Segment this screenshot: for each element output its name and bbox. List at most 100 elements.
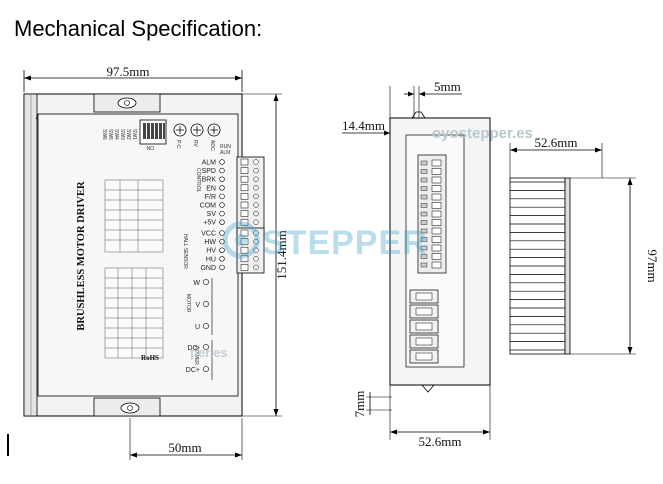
control-pin-terminal: [219, 202, 225, 208]
hall-pin-terminal: [219, 264, 225, 271]
hall-pin-screw: [240, 264, 249, 271]
side-slot: [431, 193, 442, 201]
control-pin-hole: [253, 167, 259, 174]
control-pin-hole: [253, 193, 259, 200]
alm-label: ALM: [220, 150, 230, 156]
side-terminal-screw: [415, 292, 433, 301]
hall-pin-hole: [253, 247, 259, 253]
side-slot: [431, 210, 442, 218]
hall-pin-label: VCC: [201, 231, 216, 238]
height-label: 151.4mm: [274, 230, 289, 279]
control-pin-screw: [240, 158, 249, 166]
control-pin-label: SV: [207, 211, 217, 218]
control-pin-screw: [240, 201, 249, 209]
svg-text:SW2: SW2: [125, 129, 131, 140]
side-width-label: 52.6mm: [419, 434, 462, 449]
pot-label-adc: ADC: [209, 140, 215, 151]
control-pin-terminal: [219, 176, 225, 182]
hall-pin-screw: [240, 238, 249, 245]
hall-pin-screw: [240, 255, 249, 263]
side-slot: [431, 253, 442, 260]
hall-pin-hole: [253, 230, 259, 236]
control-pin-label: BRK: [202, 177, 217, 184]
heatsink-view: 52.6mm 97mm: [509, 135, 660, 355]
watermark: STEPPER: [222, 221, 428, 262]
hall-pin-terminal: [219, 256, 225, 262]
hall-pin-screw: [240, 229, 249, 237]
heatsink-width-label: 52.6mm: [535, 135, 578, 150]
side-slot: [431, 244, 442, 252]
side-slot: [431, 185, 442, 192]
side-slot-tab: [420, 203, 428, 208]
motor-pin-label: U: [195, 324, 200, 331]
motor-pin-terminal: [203, 323, 209, 329]
control-pin-hole: [253, 210, 259, 217]
dip-labels: SW6 SW5 SW4 SW3 SW2 SW1: [101, 129, 137, 140]
side-slot-tab: [420, 186, 428, 191]
control-pin-terminal: [219, 210, 225, 217]
hall-pin-hole: [253, 256, 259, 262]
certification-marks: RoHS: [141, 354, 159, 362]
control-pin-hole: [253, 219, 259, 225]
svg-text:SW3: SW3: [119, 129, 125, 140]
watermark-main: STEPPER: [262, 224, 428, 262]
hall-pin-hole: [253, 238, 259, 245]
power-pin-terminal: [203, 366, 209, 372]
control-pin-terminal: [219, 185, 225, 191]
control-pin-screw: [240, 210, 249, 217]
offset-label: 14.4mm: [342, 118, 385, 133]
power-pins: DC- DC+: [186, 344, 209, 374]
run-label: RUN: [220, 144, 231, 150]
control-pin-label: COM: [200, 203, 217, 210]
hall-pin-terminal: [219, 247, 225, 253]
control-pin-screw: [240, 218, 249, 226]
control-pin-label: EN: [206, 185, 216, 192]
side-slot-tab: [420, 254, 428, 259]
page-title: Mechanical Specification:: [14, 16, 263, 41]
control-pin-terminal: [219, 167, 225, 174]
control-pin-hole: [253, 185, 259, 191]
control-pin-screw: [240, 184, 249, 192]
potentiometers: P-C RV ADC: [173, 123, 221, 151]
side-slot: [431, 236, 442, 243]
side-slot: [431, 168, 442, 175]
side-slot-tab: [420, 177, 428, 183]
control-pin-label: ALM: [202, 160, 217, 167]
side-slot-tab: [420, 262, 428, 268]
control-pin-hole: [253, 159, 259, 165]
side-slot-tab: [420, 211, 428, 217]
control-group-label: CONTROL: [195, 168, 201, 193]
svg-text:SW5: SW5: [107, 129, 113, 140]
hall-pin-label: HV: [206, 248, 216, 255]
side-slot-tab: [420, 169, 428, 174]
side-slot: [431, 219, 442, 226]
spec-table-lower: [104, 267, 164, 359]
motor-pin-terminal: [203, 301, 209, 307]
dip-on-label: ON: [146, 144, 154, 150]
control-pin-terminal: [219, 219, 225, 225]
power-pin-label: DC-: [188, 345, 201, 352]
control-pin-screw: [240, 175, 249, 183]
control-pin-terminal: [219, 159, 225, 165]
bottom-width-label: 50mm: [168, 440, 201, 455]
control-pin-hole: [253, 202, 259, 208]
motor-group-label: MOTOR: [185, 294, 191, 313]
side-slot-tab: [420, 194, 428, 200]
svg-text:SW1: SW1: [131, 129, 137, 140]
side-slot: [431, 261, 442, 269]
side-view: 5mm 14.4mm 52.6mm 7mm: [342, 79, 491, 449]
svg-text:SW4: SW4: [113, 129, 119, 140]
side-slot: [431, 202, 442, 209]
svg-text:SW6: SW6: [101, 129, 107, 140]
control-pin-hole: [253, 176, 259, 182]
power-pin-label: DC+: [186, 367, 200, 374]
pot-label-pc: P-C: [175, 140, 181, 149]
driver-name-label: BRUSHLESS MOTOR DRIVER: [76, 181, 87, 331]
front-view: 97.5mm 151.4mm 50mm: [23, 64, 289, 460]
side-terminal-screw: [415, 352, 433, 361]
side-slot: [431, 159, 442, 167]
hall-pin-hole: [253, 264, 259, 271]
hall-group-label: HALL SENSOR: [182, 234, 188, 269]
side-terminal-screw: [415, 307, 433, 316]
